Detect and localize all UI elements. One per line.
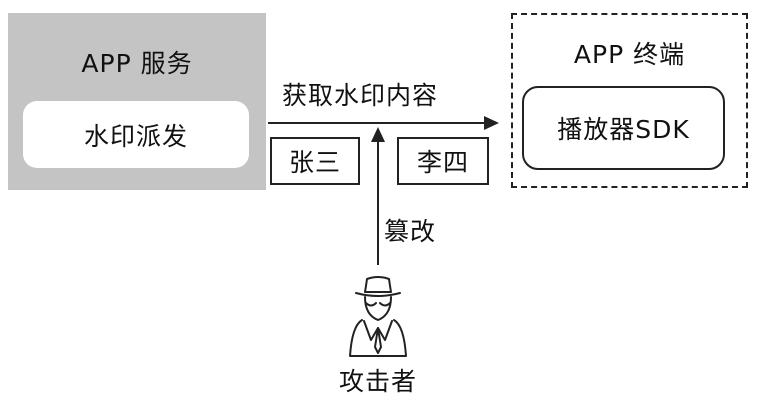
app-client-title: APP 终端	[573, 40, 686, 69]
spy-icon	[349, 276, 407, 357]
app-client-block: APP 终端 播放器SDK	[511, 13, 748, 188]
tamper-arrow	[371, 127, 385, 265]
player-sdk-box: 播放器SDK	[522, 86, 725, 170]
watermark-name-box: 张三	[270, 137, 360, 185]
watermark-dispatch-box: 水印派发	[23, 101, 249, 168]
app-service-title: APP 服务	[81, 49, 193, 78]
app-service-block: APP 服务 水印派发	[8, 13, 266, 190]
fetch-watermark-label: 获取水印内容	[282, 81, 439, 110]
attacker-label: 攻击者	[338, 367, 417, 396]
tamper-label: 篡改	[384, 217, 437, 246]
fetch-arrow	[268, 116, 499, 130]
watermark-name-box: 李四	[397, 137, 489, 185]
